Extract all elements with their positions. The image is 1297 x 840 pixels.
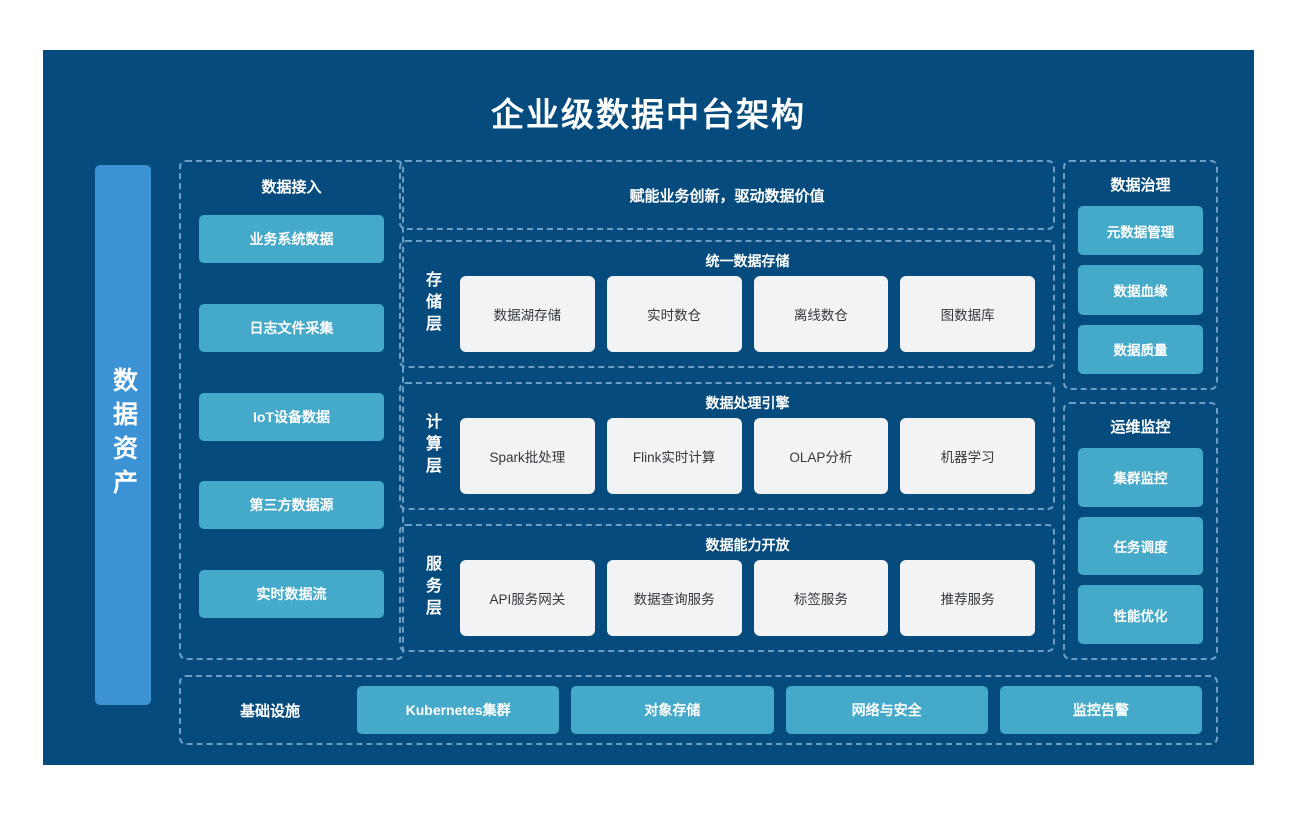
storage-layer: 存储层 统一数据存储 数据湖存储 实时数仓 离线数仓 图数据库 (399, 240, 1055, 368)
ingest-card[interactable]: 实时数据流 (199, 570, 384, 618)
storage-layer-title: 统一数据存储 (705, 253, 790, 269)
ingest-card[interactable]: 日志文件采集 (199, 303, 384, 352)
compute-layer-body: 数据处理引擎 Spark批处理 Flink实时计算 OLAP分析 机器学习 (456, 384, 1039, 508)
service-card[interactable]: 标签服务 (753, 560, 889, 636)
service-layer-cards: API服务网关 数据查询服务 标签服务 推荐服务 (460, 560, 1035, 636)
storage-layer-cards: 数据湖存储 实时数仓 离线数仓 图数据库 (460, 276, 1035, 352)
infrastructure-label: 基础设施 (239, 702, 300, 720)
service-layer: 服务层 数据能力开放 API服务网关 数据查询服务 标签服务 推荐服务 (399, 524, 1055, 652)
storage-layer-body: 统一数据存储 数据湖存储 实时数仓 离线数仓 图数据库 (456, 242, 1039, 366)
ops-monitoring-card[interactable]: 性能优化 (1078, 585, 1203, 645)
ops-monitoring-card[interactable]: 任务调度 (1078, 516, 1203, 576)
service-layer-body: 数据能力开放 API服务网关 数据查询服务 标签服务 推荐服务 (456, 526, 1039, 650)
governance-section-header: 数据治理 (1110, 177, 1171, 194)
platform-section: 赋能业务创新，驱动数据价值 存储层 统一数据存储 数据湖存储 实时数仓 离线数仓… (399, 160, 1055, 660)
infrastructure-card[interactable]: 监控告警 (999, 686, 1202, 734)
storage-card[interactable]: 图数据库 (900, 276, 1035, 352)
ops-monitoring-card[interactable]: 集群监控 (1078, 448, 1203, 507)
ingest-section: 数据接入 业务系统数据 日志文件采集 IoT设备数据 第三方数据源 实时数据流 (179, 160, 404, 660)
page-title: 企业级数据中台架构 (491, 96, 806, 133)
ingest-card-list: 业务系统数据 日志文件采集 IoT设备数据 第三方数据源 实时数据流 (199, 215, 384, 618)
compute-layer-label: 计算层 (414, 384, 448, 508)
diagram-canvas: 企业级数据中台架构 数据资产 数据接入 业务系统数据 日志文件采集 IoT设备数… (43, 50, 1254, 765)
data-asset-bar: 数据资产 (95, 165, 151, 705)
service-layer-title: 数据能力开放 (705, 537, 790, 553)
ops-monitoring-section: 运维监控 集群监控 任务调度 性能优化 (1063, 402, 1218, 660)
governance-card[interactable]: 元数据管理 (1078, 206, 1203, 256)
compute-layer: 计算层 数据处理引擎 Spark批处理 Flink实时计算 OLAP分析 机器学… (399, 382, 1055, 510)
service-card[interactable]: 数据查询服务 (606, 560, 742, 636)
compute-card[interactable]: 机器学习 (900, 418, 1035, 494)
ops-monitoring-section-header: 运维监控 (1110, 419, 1171, 436)
service-layer-label-text: 服务层 (423, 555, 440, 621)
storage-card[interactable]: 数据湖存储 (460, 276, 595, 352)
service-layer-label: 服务层 (414, 526, 448, 650)
storage-card[interactable]: 实时数仓 (606, 276, 742, 352)
storage-card[interactable]: 离线数仓 (753, 276, 889, 352)
ops-monitoring-card-list: 集群监控 任务调度 性能优化 (1078, 448, 1203, 645)
governance-section: 数据治理 元数据管理 数据血缘 数据质量 (1063, 160, 1218, 390)
governance-card[interactable]: 数据质量 (1078, 324, 1203, 374)
service-card[interactable]: 推荐服务 (900, 560, 1035, 636)
infrastructure-section: 基础设施 Kubernetes集群 对象存储 网络与安全 监控告警 (179, 675, 1218, 745)
service-card[interactable]: API服务网关 (460, 560, 595, 636)
compute-layer-label-text: 计算层 (423, 413, 440, 479)
infrastructure-card[interactable]: 网络与安全 (785, 686, 988, 734)
ingest-card[interactable]: IoT设备数据 (199, 392, 384, 441)
compute-layer-title: 数据处理引擎 (705, 395, 790, 411)
infrastructure-card[interactable]: 对象存储 (571, 686, 774, 734)
compute-card[interactable]: Flink实时计算 (606, 418, 742, 494)
ingest-card[interactable]: 业务系统数据 (199, 215, 384, 263)
storage-layer-label: 存储层 (414, 242, 448, 366)
infrastructure-card[interactable]: Kubernetes集群 (357, 686, 560, 734)
storage-layer-label-text: 存储层 (423, 271, 440, 337)
ingest-card[interactable]: 第三方数据源 (199, 481, 384, 530)
data-asset-bar-label: 数据资产 (109, 367, 138, 503)
compute-card[interactable]: Spark批处理 (460, 418, 595, 494)
value-banner-text: 赋能业务创新，驱动数据价值 (629, 187, 825, 205)
value-banner: 赋能业务创新，驱动数据价值 (399, 160, 1055, 230)
ingest-section-header: 数据接入 (261, 179, 322, 196)
compute-card[interactable]: OLAP分析 (753, 418, 889, 494)
governance-card[interactable]: 数据血缘 (1078, 265, 1203, 315)
governance-card-list: 元数据管理 数据血缘 数据质量 (1078, 206, 1203, 374)
compute-layer-cards: Spark批处理 Flink实时计算 OLAP分析 机器学习 (460, 418, 1035, 494)
